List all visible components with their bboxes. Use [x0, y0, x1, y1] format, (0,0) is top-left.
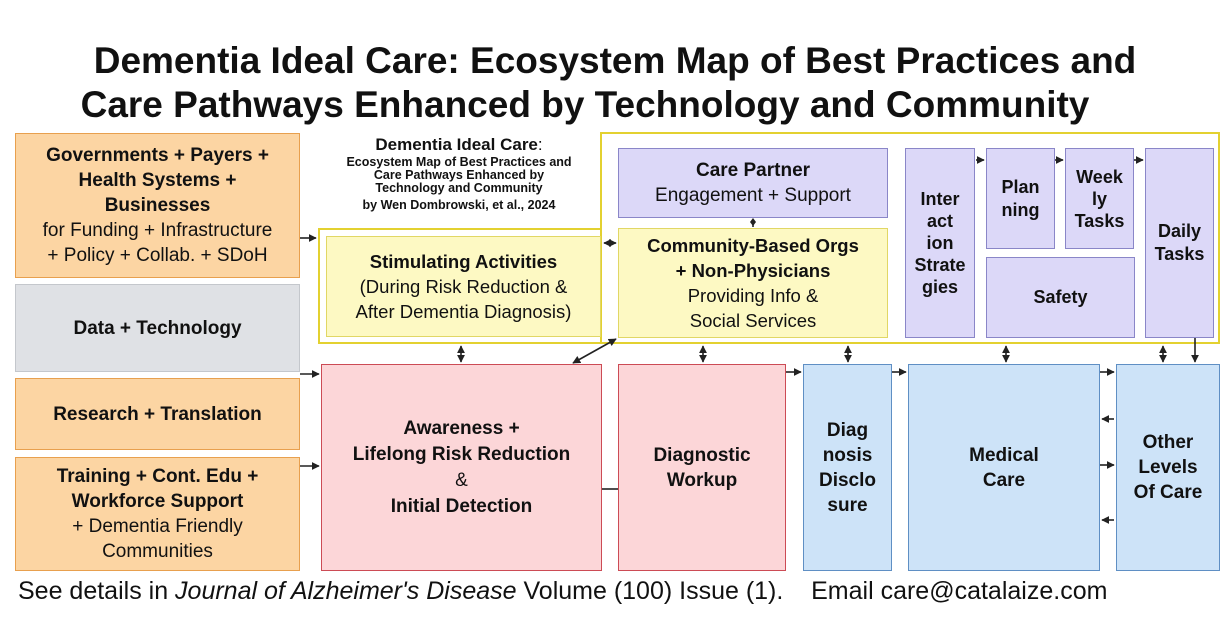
awareness-box: Awareness + Lifelong Risk Reduction & In…	[321, 364, 602, 571]
planning-line-2: ning	[1001, 199, 1040, 220]
interaction-strategies-box: Inter act ion Strate gies	[905, 148, 975, 338]
awareness-bold-2: Lifelong Risk Reduction	[352, 443, 571, 465]
arrow-community-awareness	[572, 338, 617, 364]
care-partner-box: Care Partner Engagement + Support	[618, 148, 888, 218]
footer-suffix: Volume (100) Issue (1). Email care@catal…	[516, 577, 1108, 605]
other-line-1: Other	[1142, 432, 1194, 453]
diagnostic-workup-box: Diagnostic Workup	[618, 364, 786, 571]
governments-box: Governments + Payers + Health Systems + …	[15, 133, 300, 278]
governments-bold-1: Governments + Payers +	[46, 145, 269, 166]
link-node-diamond	[750, 218, 756, 226]
community-bold-2: + Non-Physicians	[675, 260, 831, 281]
governments-bold-3: Businesses	[104, 195, 211, 216]
community-line-2: Social Services	[689, 310, 817, 331]
disclosure-line-1: Diag	[826, 419, 869, 441]
inset-title: Dementia Ideal Care: Ecosystem Map of Be…	[318, 134, 600, 215]
research-box: Research + Translation	[15, 378, 300, 450]
stimulating-line-1: (During Risk Reduction &	[359, 276, 568, 297]
medical-care-box: Medical Care	[908, 364, 1100, 571]
weekly-line-1: Week	[1076, 166, 1123, 187]
training-line-1: + Dementia Friendly	[72, 516, 243, 537]
diagnostic-line-2: Workup	[666, 469, 738, 491]
safety-label: Safety	[1033, 287, 1088, 307]
footer-prefix: See details in	[18, 577, 176, 605]
research-label: Research + Translation	[53, 403, 262, 425]
training-line-2: Communities	[102, 541, 213, 562]
other-line-2: Levels	[1138, 457, 1198, 478]
inset-heading-colon: :	[537, 135, 543, 154]
medical-line-2: Care	[982, 469, 1026, 491]
training-bold-1: Training + Cont. Edu +	[56, 466, 259, 487]
stimulating-region-outline	[318, 228, 602, 344]
interaction-line-2: act	[926, 211, 953, 231]
support-region-outline	[600, 132, 1220, 344]
daily-line-1: Daily	[1157, 221, 1202, 241]
diagnostic-line-1: Diagnostic	[653, 444, 751, 466]
page-title-line-2: Care Pathways Enhanced by Technology and…	[80, 84, 1090, 125]
inset-byline: by Wen Dombrowski, et al., 2024	[362, 198, 556, 212]
inset-subtitle-2: Care Pathways Enhanced by	[373, 168, 545, 182]
awareness-bold-1: Awareness +	[403, 417, 520, 439]
safety-box: Safety	[986, 257, 1135, 338]
footer-citation: See details in Journal of Alzheimer's Di…	[18, 574, 1107, 608]
data-technology-box: Data + Technology	[15, 284, 300, 372]
inset-heading: Dementia Ideal Care	[375, 135, 538, 154]
weekly-line-3: Tasks	[1074, 210, 1125, 231]
interaction-line-1: Inter	[920, 189, 960, 209]
awareness-bold-3: Initial Detection	[390, 495, 533, 517]
daily-tasks-box: Daily Tasks	[1145, 148, 1214, 338]
interaction-line-5: gies	[921, 277, 959, 297]
medical-line-1: Medical	[969, 444, 1039, 466]
interaction-line-3: ion	[926, 233, 954, 253]
training-bold-2: Workforce Support	[71, 491, 244, 512]
stimulating-activities-box: Stimulating Activities (During Risk Redu…	[326, 236, 601, 337]
disclosure-line-4: sure	[827, 494, 868, 516]
awareness-amp: &	[455, 469, 468, 491]
interaction-line-4: Strate	[914, 255, 966, 275]
daily-line-2: Tasks	[1154, 244, 1205, 264]
diagnosis-disclosure-box: Diag nosis Disclo sure	[803, 364, 892, 571]
governments-line-1: for Funding + Infrastructure	[42, 220, 273, 241]
weekly-line-2: ly	[1091, 188, 1107, 209]
page-title-line-1: Dementia Ideal Care: Ecosystem Map of Be…	[93, 40, 1137, 81]
care-partner-bold: Care Partner	[695, 160, 811, 181]
care-partner-line: Engagement + Support	[655, 185, 851, 206]
governments-line-2: + Policy + Collab. + SDoH	[47, 245, 268, 266]
footer-journal: Journal of Alzheimer's Disease	[175, 577, 517, 605]
planning-line-1: Plan	[1001, 176, 1040, 197]
stimulating-bold: Stimulating Activities	[369, 251, 558, 272]
data-technology-label: Data + Technology	[73, 317, 242, 339]
training-box: Training + Cont. Edu + Workforce Support…	[15, 457, 300, 571]
stimulating-line-2: After Dementia Diagnosis)	[355, 301, 572, 322]
weekly-tasks-box: Week ly Tasks	[1065, 148, 1134, 249]
inset-subtitle-3: Technology and Community	[375, 181, 543, 195]
other-levels-box: Other Levels Of Care	[1116, 364, 1220, 571]
disclosure-line-2: nosis	[822, 444, 873, 466]
disclosure-line-3: Disclo	[818, 469, 877, 491]
community-line-1: Providing Info &	[687, 285, 819, 306]
governments-bold-2: Health Systems +	[78, 170, 237, 191]
community-orgs-box: Community-Based Orgs + Non-Physicians Pr…	[618, 228, 888, 338]
other-line-3: Of Care	[1133, 482, 1203, 503]
planning-box: Plan ning	[986, 148, 1055, 249]
inset-subtitle-1: Ecosystem Map of Best Practices and	[346, 155, 572, 169]
community-bold-1: Community-Based Orgs	[647, 235, 859, 256]
